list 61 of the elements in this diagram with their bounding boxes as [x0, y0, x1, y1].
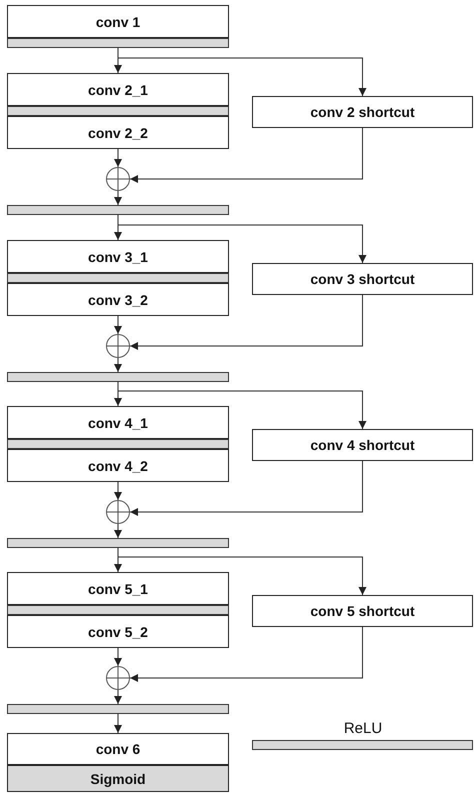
arrow	[114, 648, 122, 666]
arrow	[118, 48, 366, 96]
arrow	[114, 714, 122, 734]
arrow	[114, 524, 122, 538]
sum-circle	[106, 500, 130, 524]
sigmoid-box	[7, 765, 229, 792]
sum-circle	[106, 334, 130, 358]
layer-label: conv 2_1	[88, 82, 148, 98]
arrow	[114, 482, 122, 500]
layer-box	[7, 116, 229, 149]
relu-bar	[7, 205, 229, 215]
relu-bar	[7, 38, 229, 48]
layer-box	[7, 733, 229, 765]
arrow	[130, 460, 363, 516]
layer-box	[252, 96, 473, 128]
layer-box	[252, 429, 473, 461]
layer-box	[7, 73, 229, 106]
relu-bar	[7, 106, 229, 116]
layer-label: conv 5_2	[88, 624, 148, 640]
layer-label: Sigmoid	[90, 770, 146, 786]
layer-box	[7, 240, 229, 273]
layer-box	[7, 283, 229, 316]
legend-label: ReLU	[342, 720, 384, 737]
layer-label: conv 2 shortcut	[310, 104, 415, 120]
layer-label: conv 3_2	[88, 292, 148, 308]
relu-bar	[7, 372, 229, 382]
layer-label: conv 5_1	[88, 580, 148, 596]
layer-label: conv 4 shortcut	[310, 437, 415, 453]
layer-label: conv 3 shortcut	[310, 271, 415, 287]
layer-box	[7, 572, 229, 605]
arrow	[114, 358, 122, 372]
relu-bar	[7, 605, 229, 615]
arrow	[114, 690, 122, 704]
arrow	[130, 128, 363, 183]
relu-bar	[7, 538, 229, 548]
layer-label: conv 6	[96, 741, 140, 757]
layer-box	[7, 406, 229, 439]
layer-label: conv 4_1	[88, 414, 148, 430]
arrow	[114, 190, 122, 206]
layer-label: conv 1	[96, 14, 140, 30]
arrow	[118, 548, 366, 596]
layer-box	[7, 449, 229, 482]
arrow	[118, 382, 366, 430]
layer-box	[7, 615, 229, 648]
sum-circle	[106, 167, 130, 191]
layer-box	[252, 595, 473, 627]
layer-label: conv 3_1	[88, 248, 148, 264]
layer-label: conv 4_2	[88, 458, 148, 474]
arrow	[114, 316, 122, 334]
relu-bar	[7, 704, 229, 714]
arrow	[130, 626, 363, 682]
layer-box	[7, 5, 229, 38]
layer-box	[252, 263, 473, 295]
layer-label: conv 2_2	[88, 124, 148, 140]
arrow	[130, 294, 363, 350]
relu-bar	[7, 439, 229, 449]
layer-label: conv 5 shortcut	[310, 603, 415, 619]
relu-bar	[7, 273, 229, 283]
arrow	[114, 148, 122, 168]
sum-circle	[106, 666, 130, 690]
arrow	[118, 214, 366, 264]
